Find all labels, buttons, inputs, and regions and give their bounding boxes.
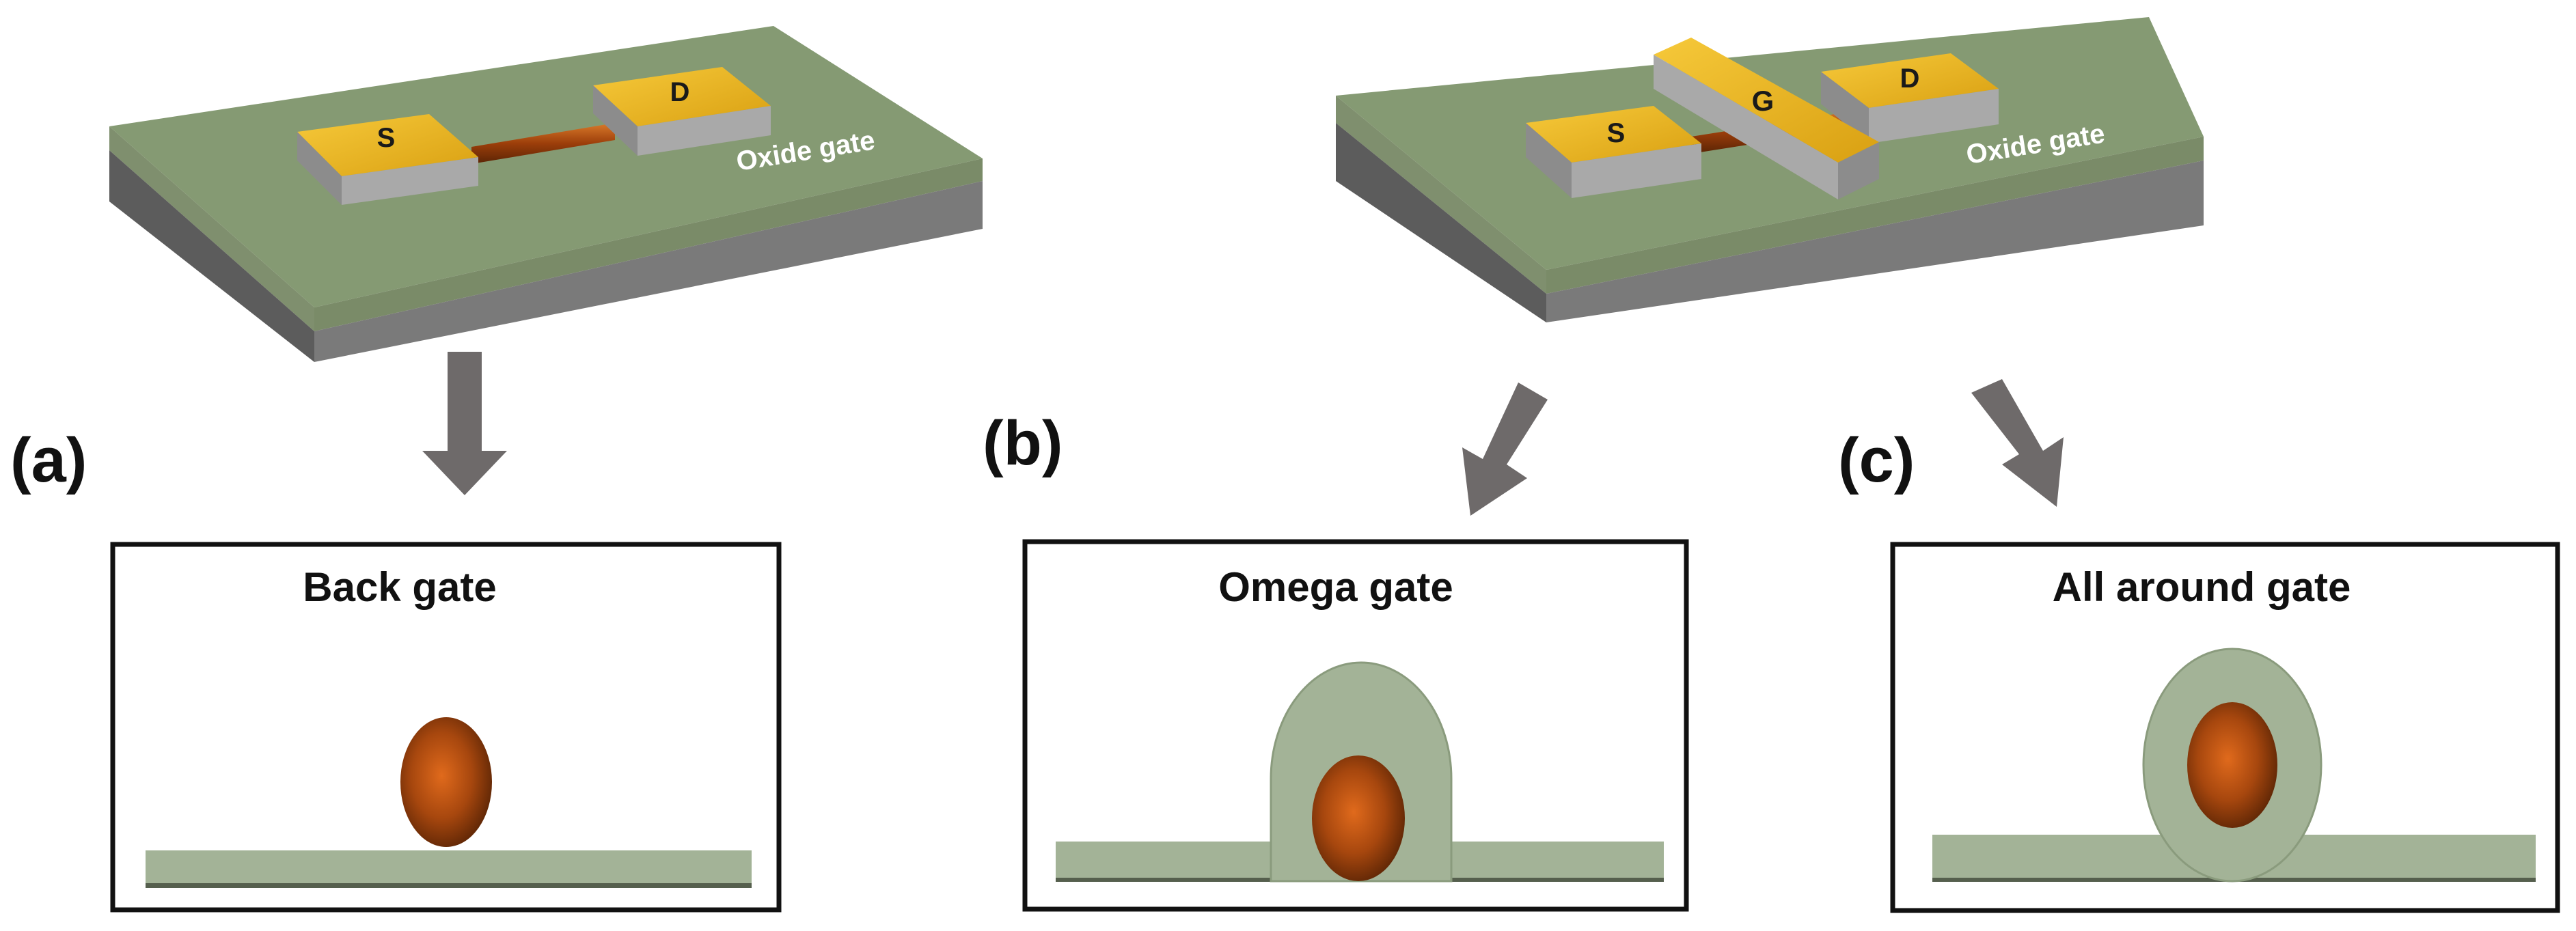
panel-omega-gate: Omega gate <box>1022 539 1689 912</box>
substrate-right-side <box>314 158 983 331</box>
panel-back-gate: Back gate <box>110 542 782 913</box>
substrate-front-side <box>1336 96 1546 294</box>
device-top-gate: S D G Oxide gate <box>1336 17 2204 322</box>
arrow-down-icon <box>422 352 507 495</box>
substrate-right-side <box>1546 137 2204 294</box>
device-back-gate: S D Oxide gate <box>109 26 983 362</box>
arrow-down-left-icon <box>1462 383 1548 516</box>
drain-label: D <box>1900 64 1920 94</box>
substrate-base-right <box>1546 161 2204 322</box>
drain-contact: D <box>1821 53 1999 143</box>
panel-title: Omega gate <box>1218 564 1453 610</box>
substrate-base-front <box>109 150 314 362</box>
layer-shadow <box>146 883 752 888</box>
panel-letter-a: (a) <box>10 426 87 495</box>
panel-title: Back gate <box>303 564 496 610</box>
source-label: S <box>377 123 396 153</box>
substrate-top <box>109 26 983 307</box>
drain-label: D <box>670 77 690 107</box>
nanowire-cross-section <box>400 717 492 847</box>
panel-letter-c: (c) <box>1838 426 1915 495</box>
substrate-base-front <box>1336 123 1546 322</box>
gate-contact: G <box>1654 38 1879 199</box>
source-contact: S <box>297 114 478 205</box>
panel-title: All around gate <box>2053 564 2351 610</box>
gate-label: G <box>1752 85 1775 117</box>
arrow-down-right-icon <box>1971 379 2064 507</box>
source-contact: S <box>1526 106 1701 198</box>
nanowire-channel <box>471 123 615 164</box>
gate-oxide-layer <box>146 850 752 888</box>
panel-letter-b: (b) <box>983 408 1063 478</box>
substrate-base-right <box>314 181 983 362</box>
source-label: S <box>1607 118 1626 148</box>
nanowire-cross-section <box>2187 702 2277 828</box>
nanowire-cross-section <box>1312 755 1405 881</box>
panel-all-around-gate: All around gate <box>1890 542 2560 913</box>
drain-contact: D <box>593 67 771 156</box>
substrate-front-side <box>109 126 314 331</box>
